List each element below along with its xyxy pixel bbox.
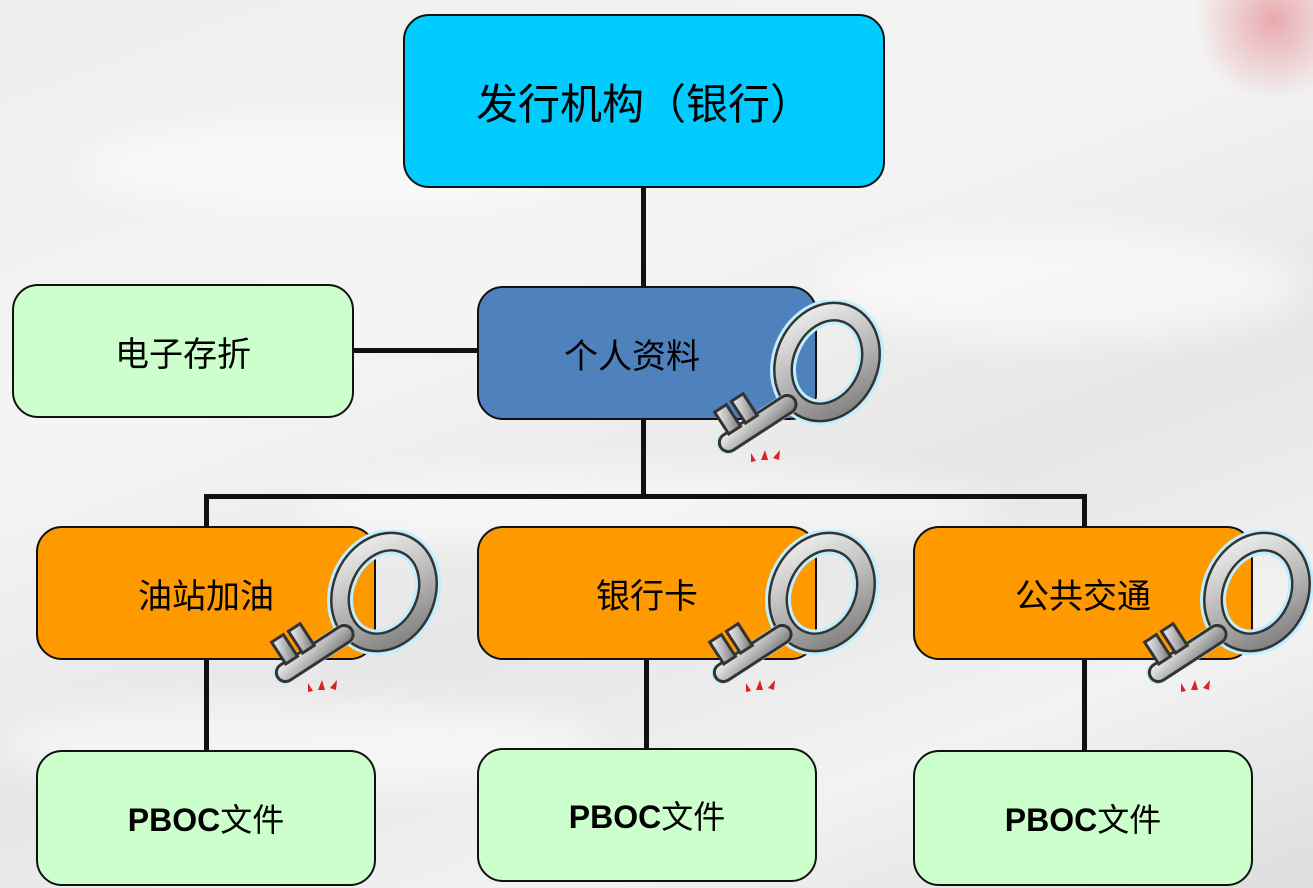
key-icon <box>262 530 442 710</box>
connector-personal-down <box>641 420 646 498</box>
file-node-fuel: PBOC文件 <box>36 750 376 886</box>
connector-bus-app-3 <box>1082 494 1087 526</box>
file-node-transit: PBOC文件 <box>913 750 1253 886</box>
file-label-bank-card: PBOC文件 <box>568 798 726 836</box>
key-icon <box>700 530 880 710</box>
background-red-glow <box>1193 0 1313 100</box>
connector-passbook-personal <box>352 348 477 353</box>
app-label-transit: 公共交通 <box>1015 576 1151 617</box>
file-node-bank-card: PBOC文件 <box>477 748 817 882</box>
file-label-transit: PBOC文件 <box>1004 801 1162 839</box>
e-passbook-label: 电子存折 <box>115 334 251 375</box>
connector-app-file-2 <box>644 658 649 750</box>
app-label-bank-card: 银行卡 <box>596 576 698 617</box>
key-icon <box>1135 530 1313 710</box>
connector-horizontal-bus <box>204 494 1087 499</box>
issuer-bank-node: 发行机构（银行） <box>403 14 885 188</box>
issuer-bank-label: 发行机构（银行） <box>475 79 812 129</box>
key-icon <box>705 300 885 480</box>
file-label-fuel: PBOC文件 <box>127 801 285 839</box>
personal-data-node: 个人资料 <box>477 286 817 420</box>
app-node-fuel: 油站加油 <box>36 526 376 660</box>
connector-root-personal <box>641 188 646 286</box>
personal-data-label: 个人资料 <box>564 336 700 377</box>
connector-bus-app-1 <box>204 494 209 526</box>
connector-app-file-3 <box>1082 658 1087 752</box>
background-streak <box>820 230 1300 340</box>
app-label-fuel: 油站加油 <box>138 576 274 617</box>
e-passbook-node: 电子存折 <box>12 284 354 418</box>
connector-app-file-1 <box>204 658 209 752</box>
